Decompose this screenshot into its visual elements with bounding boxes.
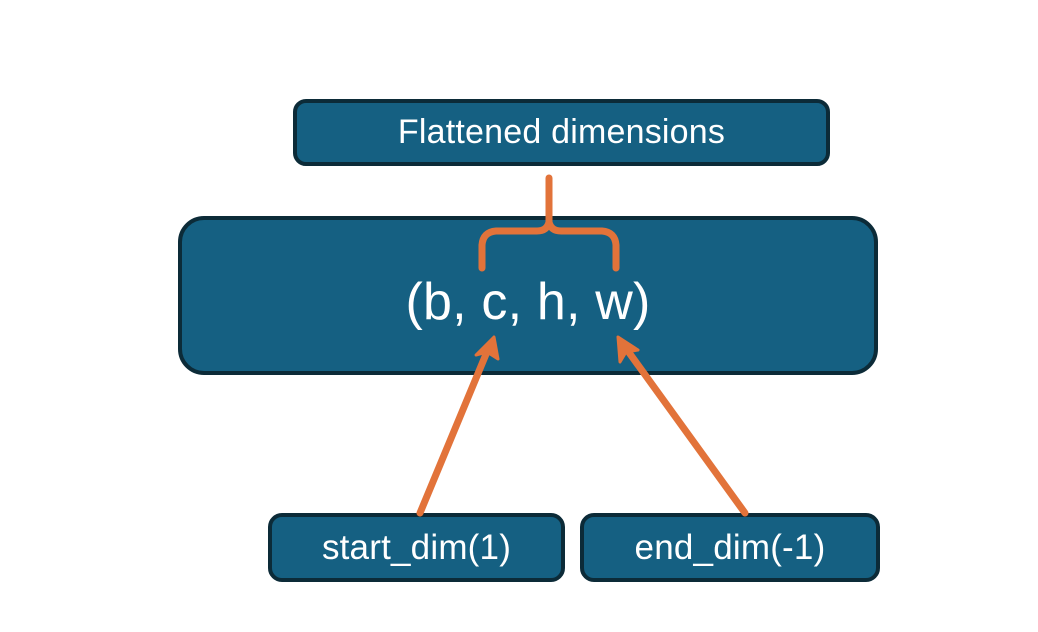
node-tensor-shape: (b, c, h, w) xyxy=(178,216,878,375)
node-flattened-dimensions: Flattened dimensions xyxy=(293,99,830,166)
node-tensor-shape-label: (b, c, h, w) xyxy=(405,272,651,331)
node-flattened-dimensions-label: Flattened dimensions xyxy=(397,113,726,151)
node-start-dim: start_dim(1) xyxy=(268,513,565,582)
node-end-dim: end_dim(-1) xyxy=(580,513,880,582)
node-start-dim-label: start_dim(1) xyxy=(321,527,512,567)
node-end-dim-label: end_dim(-1) xyxy=(634,527,826,567)
